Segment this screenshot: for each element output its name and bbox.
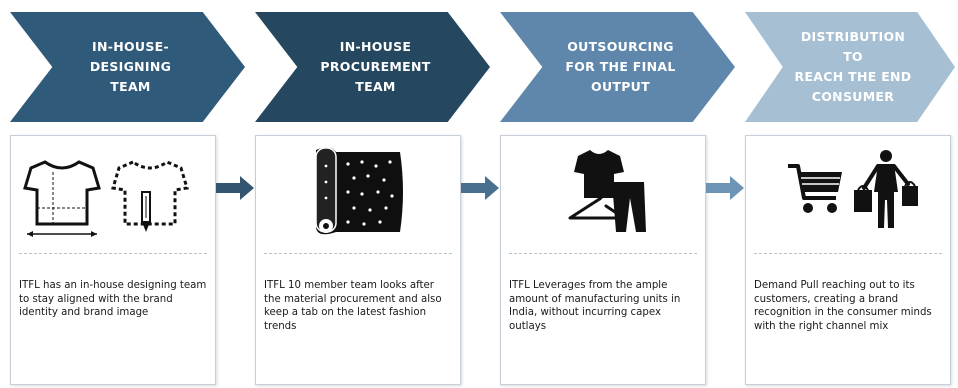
stage-1-icons <box>11 136 215 244</box>
stage-1-card: ITFL has an in-house designing team to s… <box>10 135 216 385</box>
stage-2-icons <box>256 136 460 244</box>
arrow-right-icon <box>461 176 499 200</box>
stage-2-chevron: IN-HOUSE PROCUREMENT TEAM <box>255 12 490 122</box>
stage-4-divider <box>754 253 942 254</box>
stage-3-card: ITFL Leverages from the ample amount of … <box>500 135 706 385</box>
stage-1-chevron: IN-HOUSE- DESIGNING TEAM <box>10 12 245 122</box>
shopping-cart-icon <box>786 162 846 218</box>
stage-1-title: IN-HOUSE- DESIGNING TEAM <box>89 39 172 94</box>
arrow-right-icon <box>216 176 254 200</box>
stage-2-card: ITFL 10 member team looks after the mate… <box>255 135 461 385</box>
arrow-right-icon <box>706 176 744 200</box>
stage-4-card: Demand Pull reaching out to its customer… <box>745 135 951 385</box>
clothes-hanger-icon <box>556 146 656 236</box>
stage-1-description: ITFL has an in-house designing team to s… <box>19 280 207 318</box>
stage-2-divider <box>264 253 452 254</box>
fabric-roll-icon <box>308 144 408 240</box>
stage-2-title: IN-HOUSE PROCUREMENT TEAM <box>320 39 431 94</box>
shopper-with-bags-icon <box>850 148 926 230</box>
tshirt-pattern-pencil-icon <box>111 158 191 240</box>
stage-1-divider <box>19 253 207 254</box>
stage-4-title: DISTRIBUTION TO REACH THE END CONSUMER <box>794 29 912 104</box>
stage-3-description: ITFL Leverages from the ample amount of … <box>509 280 681 332</box>
stage-2-description: ITFL 10 member team looks after the mate… <box>264 280 442 332</box>
stage-4-description: Demand Pull reaching out to its customer… <box>754 280 932 332</box>
stage-4-chevron: DISTRIBUTION TO REACH THE END CONSUMER <box>745 12 955 122</box>
stage-3-chevron: OUTSOURCING FOR THE FINAL OUTPUT <box>500 12 735 122</box>
stage-3-icons <box>501 136 705 244</box>
stage-3-divider <box>509 253 697 254</box>
tshirt-measure-icon <box>23 158 101 240</box>
stage-3-title: OUTSOURCING FOR THE FINAL OUTPUT <box>565 39 676 94</box>
stage-4-icons <box>746 136 950 244</box>
